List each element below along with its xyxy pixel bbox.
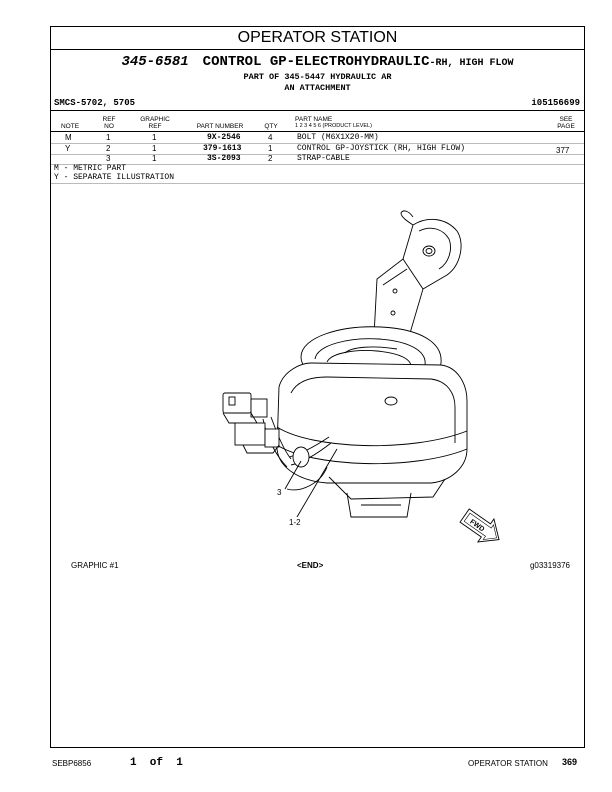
smcs-codes: SMCS-5702, 5705 xyxy=(54,98,136,108)
col-part-name: PART NAME 1 2 3 4 5 6 (PRODUCT LEVEL) xyxy=(295,116,372,129)
page-number: 369 xyxy=(562,757,578,767)
document-id: SEBP6856 xyxy=(52,759,92,768)
forward-arrow-icon: FWD xyxy=(459,508,500,543)
col-note: NOTE xyxy=(60,123,80,130)
group-number: 345-6581 xyxy=(121,54,189,70)
legend-separate: Y - SEPARATE ILLUSTRATION xyxy=(54,173,175,182)
column-divider xyxy=(51,131,584,132)
illustration-id: i05156699 xyxy=(531,98,580,108)
callout-3: 3 xyxy=(277,488,282,497)
table-row: M 1 1 9X-2546 4 BOLT (M6X1X20-MM) xyxy=(65,133,379,142)
page-count: 1 of 1 xyxy=(130,757,183,769)
header-divider xyxy=(51,110,584,111)
graphic-label: GRAPHIC #1 xyxy=(71,561,119,570)
end-marker: <END> xyxy=(297,561,324,570)
col-qty: QTY xyxy=(264,123,278,130)
row-divider xyxy=(51,164,584,165)
joystick-illustration: 3 1-2 FWD xyxy=(222,210,500,543)
part-of-line: PART OF 345-5447 HYDRAULIC AR xyxy=(243,72,392,82)
footer-section: OPERATOR STATION xyxy=(468,759,548,768)
graphic-id: g03319376 xyxy=(529,561,570,570)
part-of-line-2: AN ATTACHMENT xyxy=(284,83,351,93)
legend-metric: M - METRIC PART xyxy=(54,164,127,173)
col-part-number: PART NUMBER xyxy=(196,123,244,130)
group-name: CONTROL GP-ELECTROHYDRAULIC xyxy=(202,54,430,70)
group-heading: 345-6581 CONTROL GP-ELECTROHYDRAULIC-RH, … xyxy=(51,54,584,70)
table-row: 3 1 3S-2093 2 STRAP-CABLE xyxy=(106,154,350,163)
legend-divider xyxy=(51,183,584,184)
row-divider xyxy=(51,143,584,144)
group-suffix: -RH, HIGH FLOW xyxy=(429,58,514,69)
catalog-page-frame: OPERATOR STATION 345-6581 CONTROL GP-ELEC… xyxy=(50,26,585,748)
section-title: OPERATOR STATION xyxy=(51,27,584,50)
see-page-link[interactable]: 377 xyxy=(556,146,570,155)
callout-1-2: 1-2 xyxy=(289,518,301,527)
row-divider xyxy=(51,154,584,155)
table-row: Y 2 1 379-1613 1 CONTROL GP-JOYSTICK (RH… xyxy=(65,144,570,155)
